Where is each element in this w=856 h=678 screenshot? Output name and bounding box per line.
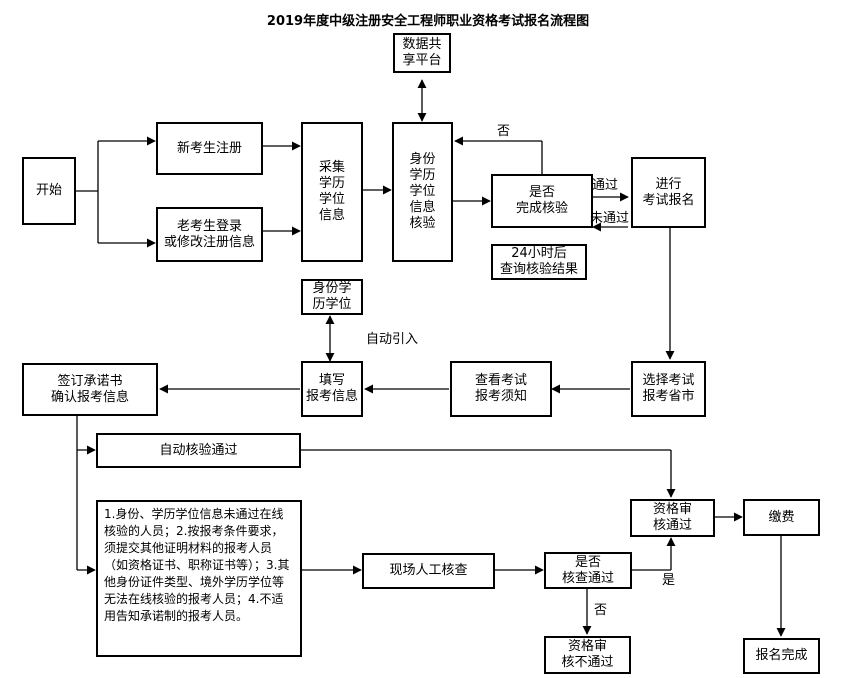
verify-id-degree-node: 身份 学历 学位 信息 核验 (392, 122, 453, 262)
page-title: 2019年度中级注册安全工程师职业资格考试报名流程图 (266, 14, 590, 29)
onsite-manual-check-node: 现场人工核查 (362, 553, 495, 589)
old-candidate-login-node: 老考生登录 或修改注册信息 (156, 207, 263, 262)
view-exam-notice-node: 查看考试 报考须知 (450, 361, 552, 417)
exam-signup-node: 进行 考试报名 (631, 157, 706, 228)
auto-verification-pass-node: 自动核验通过 (96, 433, 301, 468)
sign-commitment-node: 签订承诺书 确认报考信息 (22, 363, 158, 416)
qualification-fail-node: 资格审 核不通过 (544, 636, 631, 674)
collect-degree-info-node: 采集 学历 学位 信息 (301, 122, 363, 262)
id-degree-node: 身份学 历学位 (301, 279, 363, 315)
qualification-pass-node: 资格审 核通过 (630, 499, 715, 537)
no-label-bottom: 否 (594, 603, 608, 618)
payment-node: 缴费 (743, 499, 820, 536)
offline-check-conditions-node: 1.身份、学历学位信息未通过在线核验的人员；2.按报考条件要求，须提交其他证明材… (96, 500, 302, 657)
query-result-24h-node: 24小时后 查询核验结果 (491, 244, 587, 280)
data-sharing-platform-node: 数据共 享平台 (393, 33, 451, 73)
choose-province-city-node: 选择考试 报考省市 (631, 361, 706, 417)
start-node: 开始 (22, 157, 76, 225)
check-pass-decision: 是否 核查通过 (544, 552, 632, 589)
new-candidate-register-node: 新考生注册 (156, 122, 263, 175)
registration-complete-node: 报名完成 (743, 638, 820, 674)
verification-done-decision: 是否 完成核验 (491, 174, 593, 228)
fill-exam-info-node: 填写 报考信息 (301, 361, 363, 417)
yes-label: 是 (662, 573, 676, 588)
auto-import-label: 自动引入 (366, 332, 419, 347)
pass-label: 通过 (592, 178, 619, 193)
no-label-top: 否 (497, 124, 511, 139)
not-pass-label: 未通过 (590, 211, 630, 226)
